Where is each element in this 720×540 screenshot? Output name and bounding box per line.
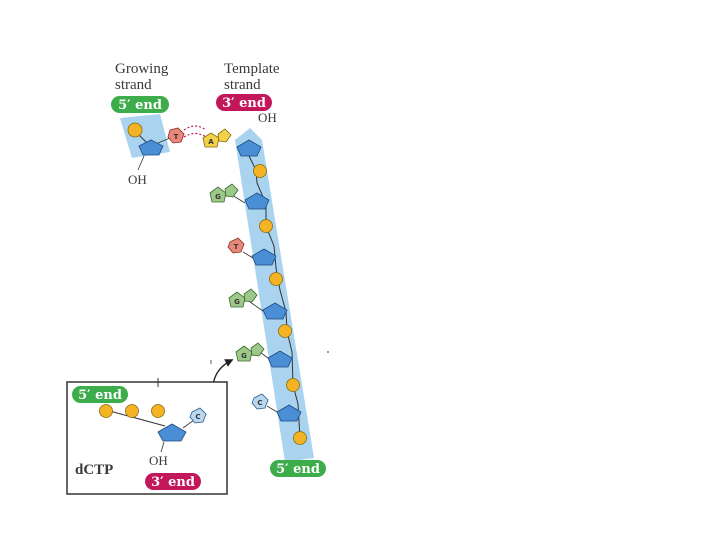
dctp-base-c xyxy=(189,407,207,424)
growing-sugar xyxy=(138,139,164,156)
template-base-g3 xyxy=(235,345,253,362)
template-base-t xyxy=(227,237,245,254)
template-base-g2-label: G xyxy=(234,298,240,306)
template-base-g2 xyxy=(228,291,246,308)
inset-oh-label: OH xyxy=(149,453,168,468)
template-base-c xyxy=(251,393,269,410)
growing-oh-label: OH xyxy=(128,172,147,187)
template-3-end-text: 3′ end xyxy=(222,96,266,111)
template-base-g1 xyxy=(209,186,227,203)
dctp-phosphate-3 xyxy=(151,404,165,418)
template-base-a xyxy=(202,132,220,148)
dctp-phosphate-2 xyxy=(125,404,139,418)
template-5-end-pill xyxy=(270,460,326,477)
dctp-sugar xyxy=(157,423,187,442)
growing-5-end-text: 5′ end xyxy=(118,98,162,113)
growing-base-t xyxy=(167,127,185,144)
growing-strand-label-line1: Growing xyxy=(115,61,169,77)
dctp-phosphate-1 xyxy=(99,404,113,418)
growing-strand-label-line2: strand xyxy=(115,77,152,93)
inset-5-end-text: 5′ end xyxy=(78,388,122,403)
inset-3-end-pill xyxy=(145,473,201,490)
template-strand-label-line1: Template xyxy=(224,61,280,77)
template-base-g1-label: G xyxy=(215,193,221,201)
template-base-g2-ring xyxy=(243,288,258,303)
inset-3-end-text: 3′ end xyxy=(151,475,195,490)
dctp-label: dCTP xyxy=(75,462,113,478)
template-base-g3-label: G xyxy=(241,352,247,360)
template-3-end-pill xyxy=(216,94,272,111)
inset-5-end-pill xyxy=(72,386,128,403)
template-base-g3-ring xyxy=(250,342,265,357)
template-5-end-text: 5′ end xyxy=(276,462,320,477)
template-base-g1-ring xyxy=(224,183,239,198)
hydrogen-bond-2 xyxy=(183,132,207,138)
template-sugars xyxy=(236,139,302,422)
template-oh-label: OH xyxy=(258,110,277,125)
template-phosphates xyxy=(253,164,307,445)
template-strand-label-line2: strand xyxy=(224,77,261,93)
template-base-a-ring xyxy=(217,128,232,143)
dctp-base-label: C xyxy=(195,413,200,421)
hydrogen-bond-1 xyxy=(183,125,207,131)
template-base-a-label: A xyxy=(208,138,214,146)
growing-phosphate xyxy=(127,122,143,138)
growing-5-end-pill xyxy=(111,96,169,113)
template-base-c-label: C xyxy=(257,399,262,407)
growing-base-label: T xyxy=(174,133,179,141)
template-base-t-label: T xyxy=(234,243,239,251)
